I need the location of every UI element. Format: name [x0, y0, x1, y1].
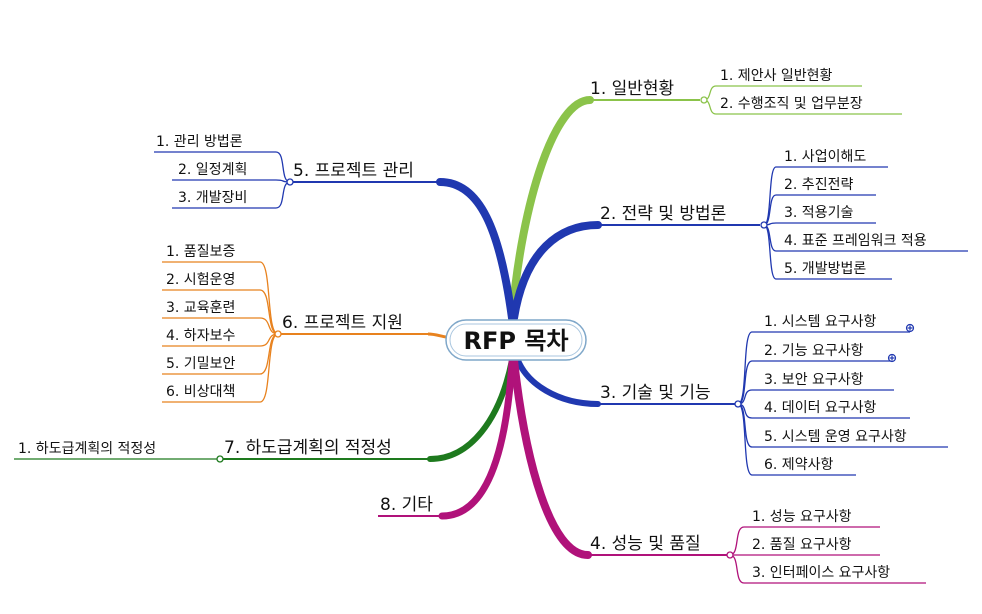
branch-connector-2 [510, 221, 602, 322]
topic-item[interactable]: 1. 성능 요구사항 [752, 509, 852, 525]
topic-item[interactable]: 1. 사업이해도 [784, 149, 866, 165]
topic-item[interactable]: 1. 하도급계획의 적정성 [18, 441, 156, 457]
branch-label-5[interactable]: 5. 프로젝트 관리 [293, 161, 414, 181]
topic-item[interactable]: 4. 데이터 요구사항 [764, 400, 877, 416]
topic-item[interactable]: 4. 표준 프레임워크 적용 [784, 233, 927, 249]
branch-label-4[interactable]: 4. 성능 및 품질 [590, 534, 701, 554]
topic-item[interactable]: 5. 개발방법론 [784, 261, 866, 277]
center-node[interactable]: RFP 목차 [445, 319, 587, 361]
topic-item[interactable]: 2. 수행조직 및 업무분장 [720, 96, 863, 112]
branch-label-6[interactable]: 6. 프로젝트 지원 [282, 313, 403, 333]
topic-item[interactable]: 3. 개발장비 [178, 190, 247, 206]
branch-connector-4 [510, 356, 592, 559]
branch-label-2[interactable]: 2. 전략 및 방법론 [600, 204, 726, 224]
topic-item[interactable]: 4. 하자보수 [166, 328, 235, 344]
topic-item[interactable]: 5. 기밀보안 [166, 356, 235, 372]
topic-item[interactable]: 3. 보안 요구사항 [764, 372, 864, 388]
center-title: RFP 목차 [464, 327, 569, 355]
topic-item[interactable]: 2. 기능 요구사항 [764, 343, 864, 359]
topic-item[interactable]: 2. 추진전략 [784, 177, 853, 193]
branch-label-1[interactable]: 1. 일반현황 [590, 79, 674, 99]
topic-item[interactable]: 2. 시험운영 [166, 272, 235, 288]
topic-item[interactable]: 5. 시스템 운영 요구사항 [764, 429, 907, 445]
branch-connector-3 [513, 352, 601, 407]
topic-item[interactable]: 1. 시스템 요구사항 [764, 314, 877, 330]
branch-connector-5 [436, 178, 516, 322]
expand-icon[interactable] [887, 353, 897, 363]
topic-item[interactable]: 1. 관리 방법론 [156, 134, 243, 150]
branch-label-8[interactable]: 8. 기타 [380, 495, 433, 515]
topic-item[interactable]: 3. 교육훈련 [166, 300, 235, 316]
branch-connector-8 [438, 358, 516, 520]
branch-label-3[interactable]: 3. 기술 및 기능 [600, 383, 711, 403]
topic-item[interactable]: 6. 제약사항 [764, 457, 833, 473]
topic-item[interactable]: 2. 품질 요구사항 [752, 537, 852, 553]
branch-connector-1 [508, 96, 594, 322]
expand-icon[interactable] [905, 323, 915, 333]
branch-connector-6 [427, 332, 447, 339]
topic-item[interactable]: 3. 인터페이스 요구사항 [752, 565, 890, 581]
branch-connector-7 [427, 357, 515, 462]
topic-item[interactable]: 1. 품질보증 [166, 244, 235, 260]
topic-item[interactable]: 3. 적용기술 [784, 205, 853, 221]
topic-item[interactable]: 6. 비상대책 [166, 384, 235, 400]
topic-item[interactable]: 1. 제안사 일반현황 [720, 68, 833, 84]
topic-item[interactable]: 2. 일정계획 [178, 162, 247, 178]
branch-label-7[interactable]: 7. 하도급계획의 적정성 [224, 438, 392, 458]
